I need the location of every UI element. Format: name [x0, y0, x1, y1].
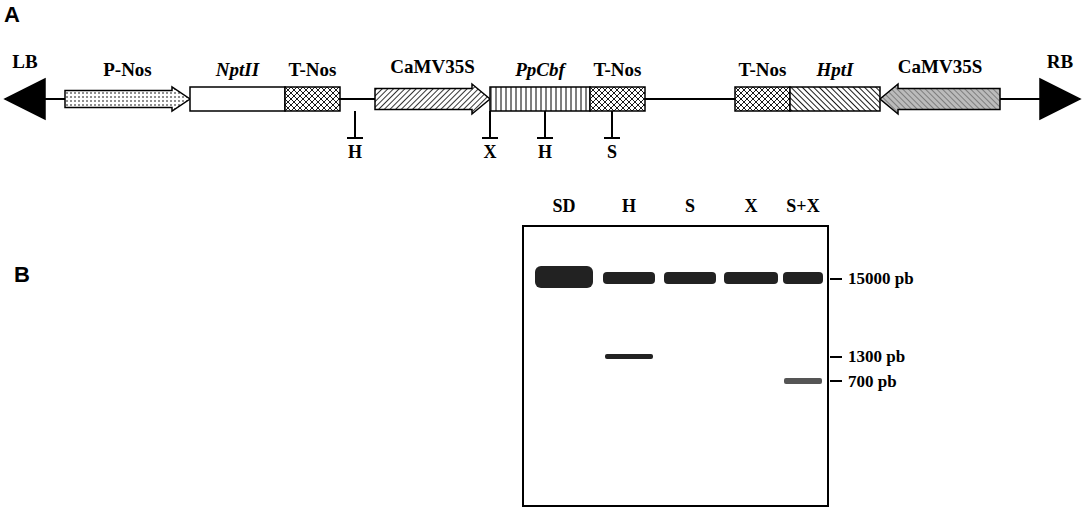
construct-element: PpCbf	[490, 87, 590, 111]
element-label: HptI	[817, 59, 854, 81]
construct-element: T-Nos	[285, 87, 340, 111]
element-label: T-Nos	[594, 59, 642, 81]
lane-label: H	[622, 196, 636, 217]
element-shape	[375, 84, 490, 114]
element-label: T-Nos	[739, 59, 787, 81]
panel-label: A	[4, 2, 20, 28]
restriction-site: X	[484, 142, 497, 163]
element-label: CaMV35S	[898, 56, 982, 78]
element-shape	[790, 87, 880, 111]
element-shape	[490, 87, 590, 111]
construct-element: T-Nos	[735, 87, 790, 111]
construct-element: CaMV35S	[375, 84, 490, 114]
element-shape	[880, 84, 1000, 114]
construct-element: CaMV35S	[880, 84, 1000, 114]
backbone-line	[645, 98, 735, 100]
element-shape	[735, 87, 790, 111]
element-label: CaMV35S	[390, 56, 474, 78]
construct-element: RB	[1040, 79, 1080, 119]
construct-element: T-Nos	[590, 87, 645, 111]
size-marker: 700 pb	[848, 372, 897, 392]
element-label: NptII	[216, 59, 259, 81]
element-label: PpCbf	[515, 59, 565, 81]
backbone-line	[1000, 98, 1040, 100]
construct-element: NptII	[190, 87, 285, 111]
construct-element: P-Nos	[65, 87, 190, 111]
restriction-site: S	[607, 142, 617, 163]
restriction-site: H	[348, 142, 362, 163]
lane-label: S	[685, 196, 695, 217]
element-label: RB	[1047, 51, 1073, 73]
backbone-line	[340, 98, 375, 100]
element-label: T-Nos	[289, 59, 337, 81]
blot-frame	[523, 226, 828, 506]
backbone-line	[45, 98, 65, 100]
size-marker: 15000 pb	[848, 269, 914, 289]
element-shape	[285, 87, 340, 111]
restriction-sites	[347, 111, 620, 138]
marker-ticks	[830, 279, 842, 381]
element-shape	[1040, 79, 1080, 119]
blot-bands	[535, 266, 823, 384]
element-shape	[65, 87, 190, 111]
element-shape	[190, 87, 285, 111]
element-label: P-Nos	[103, 59, 152, 81]
element-shape	[5, 79, 45, 119]
lane-label: X	[745, 196, 758, 217]
panel-label: B	[14, 262, 30, 288]
construct-element: HptI	[790, 87, 880, 111]
restriction-site: H	[538, 142, 552, 163]
element-label: LB	[12, 51, 37, 73]
element-shape	[590, 87, 645, 111]
size-marker: 1300 pb	[848, 347, 905, 367]
construct-element: LB	[5, 79, 45, 119]
lane-label: SD	[552, 196, 575, 217]
lane-label: S+X	[786, 196, 819, 217]
